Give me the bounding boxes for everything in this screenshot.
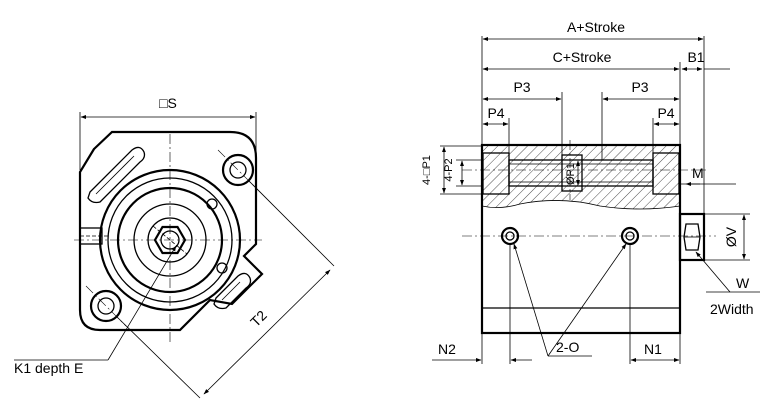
label-p3-left: P3	[513, 79, 530, 95]
side-view: A+Stroke C+Stroke B1 P3 P3 P4 P4 4-□P1 4…	[421, 19, 760, 364]
leader-2-o-left	[513, 243, 549, 357]
label-phi-v: ØV	[723, 226, 739, 247]
label-n1: N1	[644, 341, 662, 357]
dim-t2	[203, 269, 331, 395]
side-center-block	[561, 154, 583, 192]
leader-k1	[107, 245, 177, 361]
label-phi-p1: ØP1	[565, 163, 577, 185]
label-p3-right: P3	[631, 79, 648, 95]
label-w: W	[736, 275, 750, 291]
front-slot-upper	[87, 146, 146, 204]
leader-w	[695, 251, 731, 293]
side-rod-nut	[678, 212, 706, 262]
label-4-p2: 4-P2	[443, 158, 455, 181]
label-n2: N2	[438, 341, 456, 357]
corner-hole-bottom-left	[89, 289, 123, 323]
leader-2-o-right	[547, 243, 627, 357]
label-2-o: 2-O	[556, 339, 579, 355]
label-2width: 2Width	[710, 301, 754, 317]
side-bore-channel	[508, 159, 654, 187]
label-square-s: □S	[159, 95, 177, 111]
label-p4-left: P4	[487, 105, 504, 121]
front-slot-upper-inner	[95, 155, 135, 195]
front-view: □S T2 K1 depth E	[14, 95, 335, 399]
label-4-square-p1: 4-□P1	[421, 155, 433, 185]
label-p4-right: P4	[657, 105, 674, 121]
label-t2: T2	[247, 307, 270, 330]
side-section-hatch	[482, 146, 680, 209]
label-c-stroke: C+Stroke	[553, 49, 612, 65]
label-k1-depth-e: K1 depth E	[14, 360, 83, 376]
label-m: M	[692, 165, 704, 181]
corner-hole-top-right	[221, 153, 255, 187]
label-b1: B1	[687, 49, 704, 65]
flange-hole-top	[206, 198, 218, 210]
label-a-stroke: A+Stroke	[567, 19, 625, 35]
